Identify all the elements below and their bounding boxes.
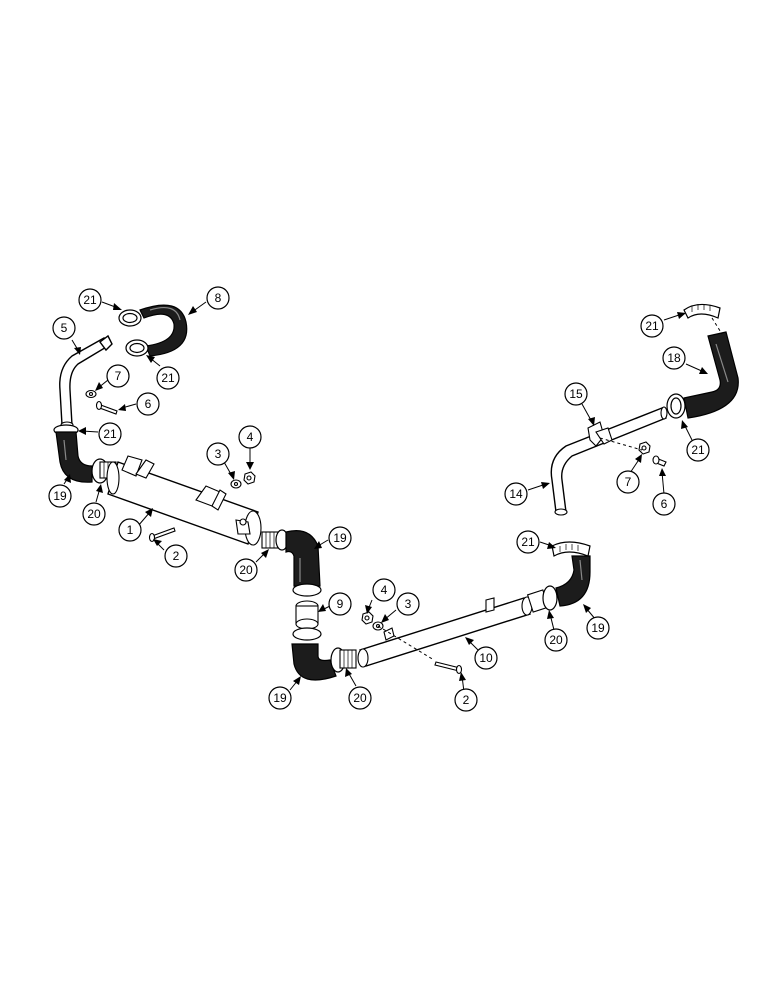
svg-text:5: 5 — [61, 321, 68, 335]
svg-text:4: 4 — [247, 430, 254, 444]
svg-text:1: 1 — [127, 523, 134, 537]
svg-text:21: 21 — [521, 535, 535, 549]
svg-text:21: 21 — [691, 443, 705, 457]
nut-4-left — [243, 471, 256, 485]
callout-6-left: 6 — [136, 392, 160, 416]
callout-21-mid-left: 21 — [156, 366, 180, 390]
svg-text:8: 8 — [215, 291, 222, 305]
svg-text:21: 21 — [645, 319, 659, 333]
cooler-1 — [106, 455, 262, 546]
callout-1: 1 — [118, 518, 142, 542]
callout-7-right: 7 — [616, 470, 640, 494]
clamp-21-upper-left — [118, 309, 142, 327]
svg-text:21: 21 — [83, 293, 97, 307]
clamp-21-mid-left — [125, 339, 149, 357]
callout-2-left: 2 — [164, 544, 188, 568]
svg-text:21: 21 — [161, 371, 175, 385]
svg-text:3: 3 — [215, 447, 222, 461]
bolt-2-mid — [434, 661, 463, 675]
hose-8 — [139, 304, 188, 357]
svg-text:10: 10 — [479, 651, 493, 665]
svg-text:18: 18 — [667, 351, 681, 365]
callout-3-left: 3 — [206, 442, 230, 466]
hose-19-mid — [285, 530, 321, 587]
callout-21-top-right: 21 — [640, 314, 664, 338]
svg-text:19: 19 — [591, 621, 605, 635]
callout-21-right-mid: 21 — [686, 438, 710, 462]
tube-14 — [550, 406, 668, 516]
svg-text:2: 2 — [463, 693, 470, 707]
washer-7-right — [638, 441, 651, 455]
leader-lines — [63, 301, 723, 693]
hose-19-left — [55, 431, 93, 483]
clamp-21-top-right — [683, 303, 721, 319]
callout-21-lower-left: 21 — [98, 422, 122, 446]
callout-14: 14 — [504, 482, 528, 506]
callout-5: 5 — [52, 316, 76, 340]
callout-20-left: 20 — [82, 502, 106, 526]
callout-20-right: 20 — [544, 628, 568, 652]
fitting-20-right — [526, 585, 558, 613]
svg-text:19: 19 — [53, 489, 67, 503]
bolt-6-left — [95, 400, 118, 415]
svg-text:9: 9 — [337, 597, 344, 611]
callout-19-right: 19 — [586, 616, 610, 640]
callout-4-mid: 4 — [372, 578, 396, 602]
hose-18 — [683, 331, 739, 419]
callout-9: 9 — [328, 592, 352, 616]
callout-18: 18 — [662, 346, 686, 370]
svg-text:19: 19 — [273, 691, 287, 705]
clamp-21-right-mid — [666, 393, 686, 419]
washer-3-left — [230, 479, 242, 489]
callout-8: 8 — [206, 286, 230, 310]
callout-21-right-lower: 21 — [516, 530, 540, 554]
hose-19-bottom — [291, 643, 337, 681]
clamp-21-right-lower — [551, 541, 591, 557]
adapter-9 — [292, 583, 322, 641]
svg-text:4: 4 — [381, 583, 388, 597]
callout-10: 10 — [474, 646, 498, 670]
svg-text:2: 2 — [173, 549, 180, 563]
callout-19-mid: 19 — [328, 526, 352, 550]
callout-21-upper-left: 21 — [78, 288, 102, 312]
washer-7-left — [85, 389, 97, 399]
callout-19-left: 19 — [48, 484, 72, 508]
bolt-6-right — [652, 455, 667, 467]
callout-2-mid: 2 — [454, 688, 478, 712]
tube-10 — [357, 596, 533, 668]
callout-15: 15 — [564, 382, 588, 406]
svg-text:21: 21 — [103, 427, 117, 441]
hose-19-right — [555, 555, 591, 607]
callout-4-left: 4 — [238, 425, 262, 449]
svg-text:6: 6 — [145, 397, 152, 411]
callout-6-right: 6 — [652, 492, 676, 516]
svg-text:20: 20 — [549, 633, 563, 647]
tube-5 — [59, 334, 113, 429]
svg-text:20: 20 — [353, 691, 367, 705]
svg-text:19: 19 — [333, 531, 347, 545]
fitting-20-mid — [261, 529, 289, 551]
svg-text:3: 3 — [405, 597, 412, 611]
svg-text:14: 14 — [509, 487, 523, 501]
svg-text:15: 15 — [569, 387, 583, 401]
callout-19-bottom: 19 — [268, 686, 292, 710]
callout-20-bottom: 20 — [348, 686, 372, 710]
svg-text:6: 6 — [661, 497, 668, 511]
bolt-2-left — [148, 527, 176, 543]
svg-text:20: 20 — [239, 563, 253, 577]
nut-4-mid — [361, 611, 374, 625]
svg-text:7: 7 — [115, 369, 122, 383]
callout-7-left: 7 — [106, 364, 130, 388]
fitting-20-bottom — [330, 647, 357, 673]
svg-text:20: 20 — [87, 507, 101, 521]
callout-20-mid: 20 — [234, 558, 258, 582]
svg-text:7: 7 — [625, 475, 632, 489]
callout-3-mid: 3 — [396, 592, 420, 616]
